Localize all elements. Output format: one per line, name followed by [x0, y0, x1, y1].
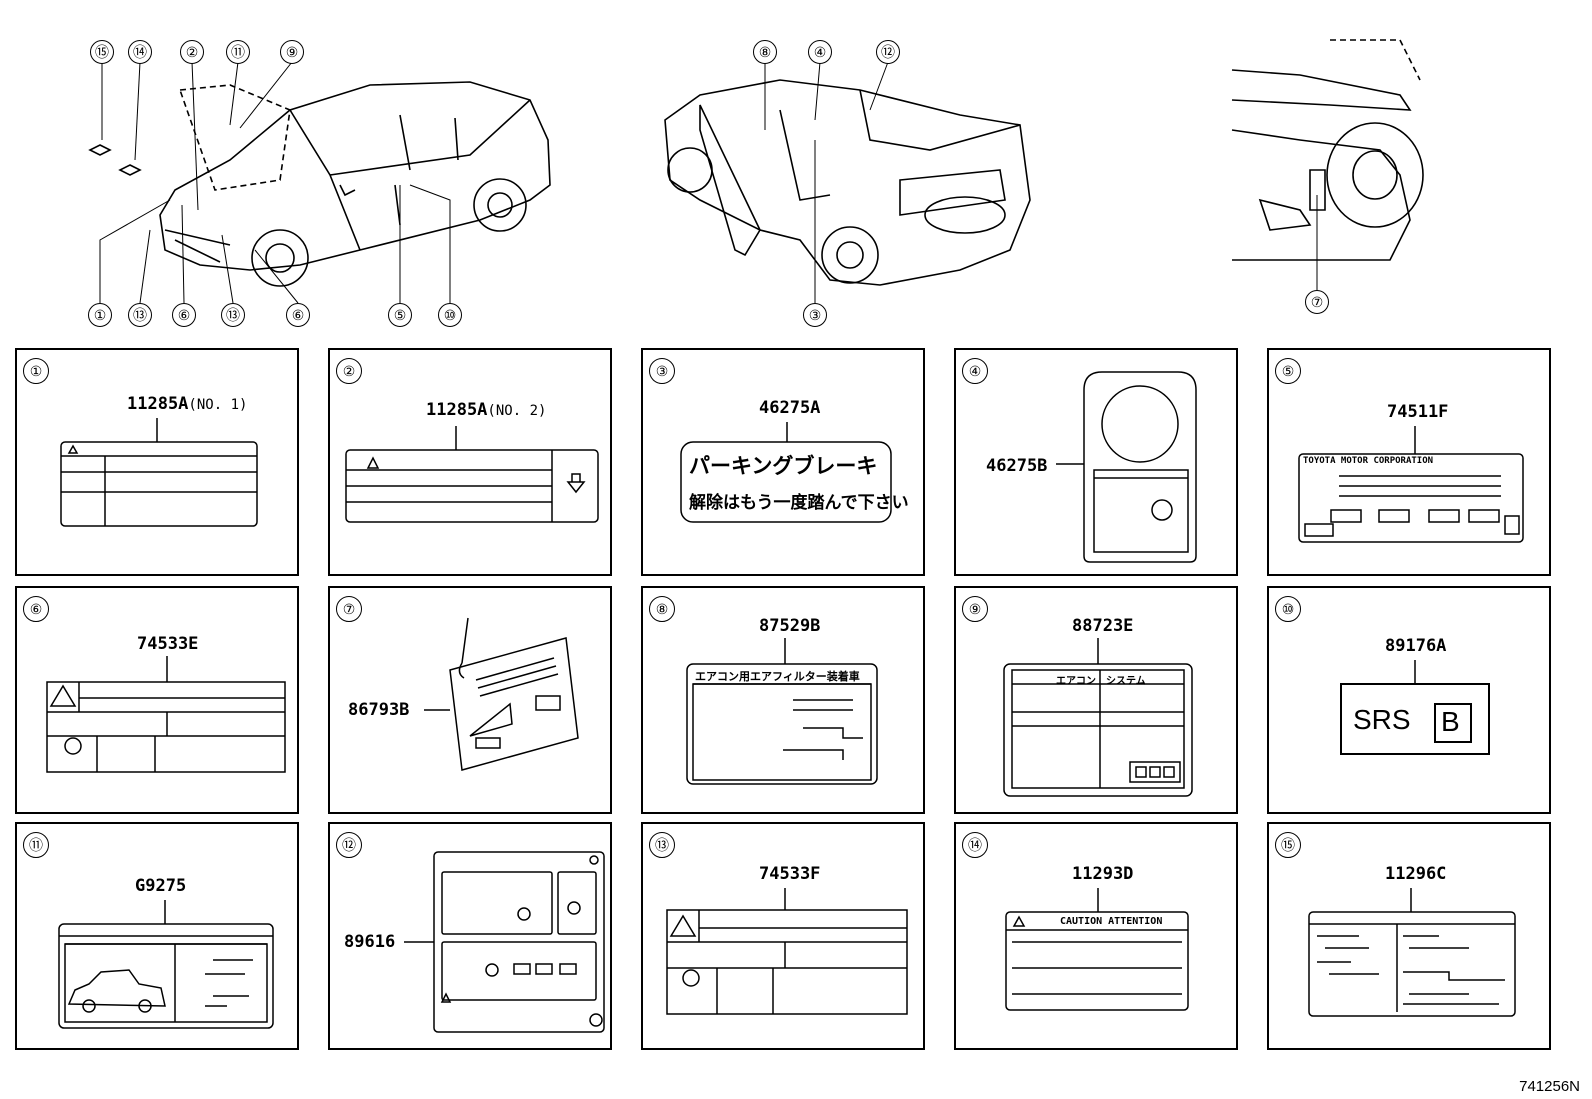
panel-number: ④	[962, 358, 988, 384]
part-number: G9275	[135, 876, 187, 896]
panel-number: ⑮	[1275, 832, 1301, 858]
label-panel-7: ⑦ 86793B	[328, 586, 612, 814]
srs-box-letter: B	[1441, 706, 1460, 737]
label-drawing	[60, 418, 258, 527]
part-number: 11293D	[1072, 864, 1134, 884]
part-number: 46275B	[986, 456, 1048, 476]
panel-number: ⑫	[336, 832, 362, 858]
callout-7: ⑦	[1305, 290, 1329, 314]
part-number: 86793B	[348, 700, 410, 720]
label-drawing	[1003, 638, 1193, 797]
label-panel-5: ⑤ 74511F TOYOTA MOTOR CORPORATION	[1267, 348, 1551, 576]
manufacturer-text: TOYOTA MOTOR CORPORATION	[1303, 456, 1434, 466]
car-front-view	[88, 81, 551, 287]
panel-number: ⑪	[23, 832, 49, 858]
panel-number: ⑭	[962, 832, 988, 858]
label-panel-9: ⑨ 88723E エアコン システム	[954, 586, 1238, 814]
callout-3: ③	[803, 303, 827, 327]
parking-brake-text: パーキングブレーキ	[689, 454, 878, 478]
dashboard-view	[1231, 39, 1424, 261]
diagram-reference-code: 741256N	[1519, 1078, 1580, 1095]
callout-4: ④	[808, 40, 832, 64]
panel-number: ⑤	[1275, 358, 1301, 384]
aircon-filter-header: エアコン用エアフィルター装着車	[695, 670, 860, 683]
label-drawing	[666, 888, 908, 1015]
label-panel-6: ⑥ 74533E	[15, 586, 299, 814]
label-drawing	[46, 656, 286, 773]
label-panel-4: ④ 46275B	[954, 348, 1238, 576]
srs-text: SRS	[1353, 704, 1411, 735]
part-number: 11285A(NO. 2)	[426, 400, 547, 420]
label-panel-2: ② 11285A(NO. 2)	[328, 348, 612, 576]
panel-number: ⑦	[336, 596, 362, 622]
label-drawing	[1340, 660, 1490, 755]
label-panel-8: ⑧ 87529B エアコン用エアフィルター装着車	[641, 586, 925, 814]
label-panel-10: ⑩ 89176A SRS B	[1267, 586, 1551, 814]
part-number: 46275A	[759, 398, 821, 418]
label-panel-12: ⑫ 89616	[328, 822, 612, 1050]
panel-number: ⑩	[1275, 596, 1301, 622]
callout-11: ⑪	[226, 40, 250, 64]
label-panel-13: ⑬ 74533F	[641, 822, 925, 1050]
label-drawing	[424, 617, 579, 771]
panel-number: ②	[336, 358, 362, 384]
panel-number: ⑬	[649, 832, 675, 858]
label-panel-11: ⑪ G9275	[15, 822, 299, 1050]
panel-number: ⑧	[649, 596, 675, 622]
callout-10: ⑩	[438, 303, 462, 327]
release-instruction-text: 解除はもう一度踏んで下さい	[689, 493, 909, 513]
part-number: 89616	[344, 932, 396, 952]
part-number: 74511F	[1387, 402, 1449, 422]
label-drawing	[58, 900, 274, 1029]
aircon-column-label: エアコン	[1056, 676, 1096, 687]
label-panel-14: ⑭ 11293D CAUTION ATTENTION	[954, 822, 1238, 1050]
vehicle-illustrations: ⑮ ⑭ ② ⑪ ⑨ ① ⑬ ⑥ ⑬ ⑥ ⑤ ⑩ ⑧ ④ ⑫ ③ ⑦	[0, 0, 1592, 340]
part-number: 89176A	[1385, 636, 1447, 656]
label-drawing	[686, 638, 878, 785]
callout-2: ②	[180, 40, 204, 64]
panel-number: ③	[649, 358, 675, 384]
callout-8: ⑧	[753, 40, 777, 64]
label-drawing	[1308, 888, 1516, 1017]
part-number: 11296C	[1385, 864, 1447, 884]
label-panel-15: ⑮ 11296C	[1267, 822, 1551, 1050]
callout-12: ⑫	[876, 40, 900, 64]
callout-15: ⑮	[90, 40, 114, 64]
label-drawing	[1005, 888, 1189, 1011]
panel-number: ①	[23, 358, 49, 384]
part-number: 74533E	[137, 634, 199, 654]
label-drawing	[345, 426, 599, 523]
label-drawing	[404, 851, 605, 1033]
part-number: 88723E	[1072, 616, 1134, 636]
label-panel-3: ③ 46275A パーキングブレーキ 解除はもう一度踏んで下さい	[641, 348, 925, 576]
label-drawing	[1056, 371, 1197, 563]
label-drawing	[1298, 426, 1524, 543]
part-number: 74533F	[759, 864, 821, 884]
callout-1: ①	[88, 303, 112, 327]
callout-6b: ⑥	[286, 303, 310, 327]
car-rear-view	[664, 79, 1031, 286]
caution-attention-header: CAUTION ATTENTION	[1060, 916, 1163, 927]
label-drawing	[680, 422, 892, 523]
callout-14: ⑭	[128, 40, 152, 64]
callout-13b: ⑬	[221, 303, 245, 327]
panel-number: ⑥	[23, 596, 49, 622]
part-number: 11285A(NO. 1)	[127, 394, 248, 414]
callout-5: ⑤	[388, 303, 412, 327]
system-column-label: システム	[1106, 676, 1146, 687]
vehicle-drawings	[88, 39, 1424, 304]
callout-6a: ⑥	[172, 303, 196, 327]
part-number: 87529B	[759, 616, 821, 636]
panel-number: ⑨	[962, 596, 988, 622]
callout-9: ⑨	[280, 40, 304, 64]
label-panel-1: ① 11285A(NO. 1)	[15, 348, 299, 576]
callout-13a: ⑬	[128, 303, 152, 327]
